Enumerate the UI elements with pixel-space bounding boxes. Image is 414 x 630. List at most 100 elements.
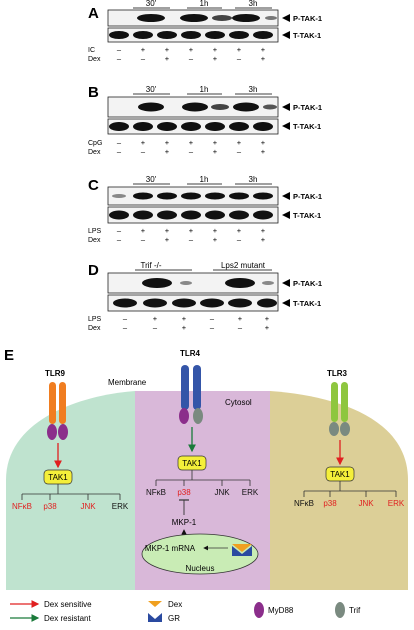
panel-d-row2-label: Dex: [88, 325, 101, 332]
panel-d-label-p: P-TAK-1: [293, 279, 322, 288]
panel-d-blot-p: [107, 272, 279, 294]
panel-d-label-t: T-TAK-1: [293, 299, 321, 308]
legend-dex-resistant: Dex resistant: [44, 614, 91, 623]
panel-c-r2-5: –: [237, 235, 242, 244]
panel-a-time-1h: 1h: [200, 0, 209, 8]
panel-c-r2-1: –: [141, 235, 146, 244]
panel-b-r2-1: –: [141, 147, 146, 156]
tak1-label-left: TAK1: [48, 473, 68, 482]
panel-b-letter: B: [88, 84, 99, 101]
gr-icon: [148, 613, 162, 622]
panel-a-r1-5: +: [237, 45, 242, 54]
panel-e-letter: E: [4, 347, 14, 364]
panel-c-r1-1: +: [141, 226, 146, 235]
panel-b-label-t: T-TAK-1: [293, 122, 321, 131]
trif-icon: [335, 602, 345, 618]
panel-a-label-t: T-TAK-1: [293, 31, 321, 40]
panel-c-letter: C: [88, 177, 99, 194]
panel-d-group-lps2: Lps2 mutant: [221, 261, 266, 270]
tlr3-label: TLR3: [327, 369, 348, 378]
panel-b-time-1h: 1h: [200, 85, 209, 94]
panel-a-r1-6: +: [261, 45, 266, 54]
panel-c-r1-5: +: [237, 226, 242, 235]
panel-a: A 30' 1h 3h P-TAK-1 T-TAK-1 IC Dex – + +…: [88, 0, 322, 63]
tlr9-receptor: [47, 382, 68, 440]
middle-nfkb: NFκB: [146, 488, 166, 497]
panel-b-r1-1: +: [141, 138, 146, 147]
panel-d-r2-0: –: [123, 323, 128, 332]
panel-c-r1-2: +: [165, 226, 170, 235]
panel-b-r2-0: –: [117, 147, 122, 156]
panel-c-row1-label: LPS: [88, 228, 102, 235]
panel-e: E Membrane Cytosol TLR9 TLR4: [4, 347, 408, 590]
panel-d-r1-1: +: [153, 314, 158, 323]
legend-trif: Trif: [349, 606, 361, 615]
mkp1-mrna-label: MKP-1 mRNA: [145, 544, 196, 553]
left-nfkb: NFκB: [12, 502, 32, 511]
panel-b-row2-label: Dex: [88, 149, 101, 156]
right-jnk: JNK: [358, 499, 374, 508]
left-erk: ERK: [112, 502, 129, 511]
middle-p38: p38: [177, 488, 191, 497]
panel-d-r1-2: +: [182, 314, 187, 323]
mkp1-label: MKP-1: [172, 518, 197, 527]
panel-b-r1-3: +: [189, 138, 194, 147]
panel-d-r1-5: +: [265, 314, 270, 323]
panel-a-row2-label: Dex: [88, 56, 101, 63]
panel-b-row1-label: CpG: [88, 140, 102, 147]
panel-d: D Trif -/- Lps2 mutant P-TAK-1 T-TAK-1 L…: [88, 261, 322, 332]
nucleus-label: Nucleus: [186, 564, 215, 573]
panel-c-r2-3: –: [189, 235, 194, 244]
tlr4-receptor: [179, 365, 203, 424]
dex-icon: [148, 601, 162, 607]
panel-a-row1-label: IC: [88, 47, 95, 54]
panel-d-r2-4: –: [238, 323, 243, 332]
panel-a-time-30: 30': [146, 0, 157, 8]
panel-b-r1-2: +: [165, 138, 170, 147]
panel-c-r2-4: +: [213, 235, 218, 244]
legend-dex-sensitive: Dex sensitive: [44, 600, 92, 609]
panel-d-r1-0: –: [123, 314, 128, 323]
panel-b-time-3h: 3h: [249, 85, 258, 94]
panel-a-r1-3: +: [189, 45, 194, 54]
legend: Dex sensitive Dex resistant Dex GR MyD88…: [10, 600, 361, 623]
panel-a-r2-6: +: [261, 54, 266, 63]
panel-d-r1-4: +: [238, 314, 243, 323]
panel-c-r1-0: –: [117, 226, 122, 235]
panel-a-time-3h: 3h: [249, 0, 258, 8]
legend-dex: Dex: [168, 600, 182, 609]
panel-b-r1-6: +: [261, 138, 266, 147]
panel-d-row1-label: LPS: [88, 316, 102, 323]
panel-b-r2-3: –: [189, 147, 194, 156]
panel-c-label-p: P-TAK-1: [293, 192, 322, 201]
panel-d-r2-1: –: [153, 323, 158, 332]
right-p38: p38: [323, 499, 337, 508]
panel-a-r1-2: +: [165, 45, 170, 54]
panel-a-r2-0: –: [117, 54, 122, 63]
panel-d-r2-2: +: [182, 323, 187, 332]
tlr9-region: [6, 391, 135, 590]
right-erk: ERK: [388, 499, 405, 508]
panel-c-row2-label: Dex: [88, 237, 101, 244]
panel-d-r1-3: –: [210, 314, 215, 323]
panel-b-r2-6: +: [261, 147, 266, 156]
panel-c-time-3h: 3h: [249, 175, 258, 184]
panel-c: C 30' 1h 3h P-TAK-1 T-TAK-1 LPS Dex – +: [88, 175, 322, 244]
panel-b-label-p: P-TAK-1: [293, 103, 322, 112]
panel-b-r2-4: +: [213, 147, 218, 156]
tlr4-label: TLR4: [180, 349, 201, 358]
panel-c-r2-0: –: [117, 235, 122, 244]
panel-b-time-30: 30': [146, 85, 157, 94]
panel-a-r1-0: –: [117, 45, 122, 54]
nucleus: [141, 533, 259, 575]
panel-d-group-trif: Trif -/-: [140, 261, 161, 270]
right-nfkb: NFκB: [294, 499, 314, 508]
panel-a-r2-4: +: [213, 54, 218, 63]
panel-d-r2-5: +: [265, 323, 270, 332]
panel-a-r2-1: –: [141, 54, 146, 63]
legend-gr: GR: [168, 614, 180, 623]
tlr3-receptor: [329, 382, 350, 436]
panel-c-time-1h: 1h: [200, 175, 209, 184]
panel-b-r2-2: +: [165, 147, 170, 156]
legend-myd88: MyD88: [268, 606, 294, 615]
